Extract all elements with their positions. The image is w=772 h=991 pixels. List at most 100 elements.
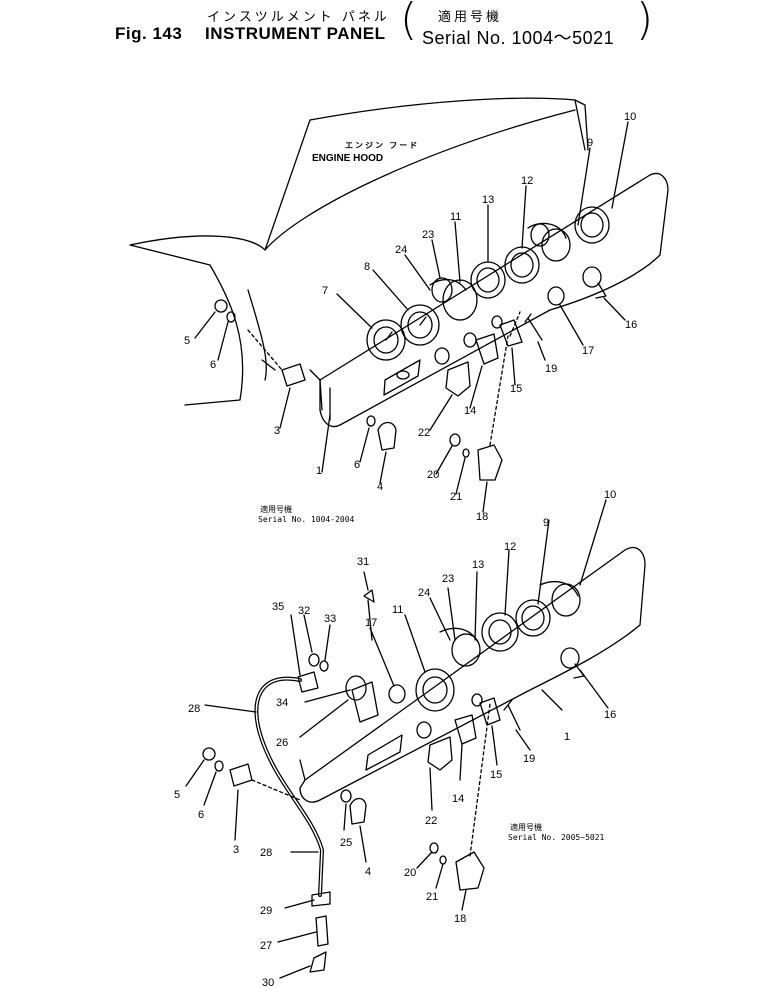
top-text: エンジン フード ENGINE HOOD 適用号機 Serial No. 100… bbox=[184, 111, 637, 524]
bottom-connector-3 bbox=[229, 763, 253, 787]
bottom-assembly bbox=[185, 499, 646, 979]
close-paren: ) bbox=[636, 0, 654, 45]
bottom-nut-5 bbox=[202, 747, 216, 761]
callout-top-17: 17 bbox=[582, 345, 594, 357]
callout-bot-19: 19 bbox=[523, 753, 535, 765]
top-assembly bbox=[129, 97, 669, 513]
callout-top-5: 5 bbox=[184, 335, 190, 347]
callout-top-9: 9 bbox=[587, 137, 593, 149]
callout-bot-27: 27 bbox=[260, 940, 272, 952]
bottom-knob-22 bbox=[427, 736, 453, 771]
callout-bot-31: 31 bbox=[357, 556, 369, 568]
callout-top-21: 21 bbox=[450, 491, 462, 503]
bottom-fitting-35 bbox=[297, 671, 319, 693]
callout-bot-13: 13 bbox=[472, 559, 484, 571]
callout-bot-6: 6 bbox=[198, 809, 204, 821]
callout-bot-35: 35 bbox=[272, 601, 284, 613]
callout-top-8: 8 bbox=[364, 261, 370, 273]
callout-bot-33: 33 bbox=[324, 613, 336, 625]
top-nut-21 bbox=[462, 448, 470, 458]
bottom-elbow-30 bbox=[309, 951, 327, 973]
bottom-bolt-31 bbox=[363, 589, 375, 641]
bottom-serial-jp: 適用号機 bbox=[510, 822, 542, 832]
top-bolt-19 bbox=[524, 313, 543, 341]
callout-bot-3: 3 bbox=[233, 844, 239, 856]
bottom-gauge-12 bbox=[481, 612, 519, 652]
bottom-hose-28 bbox=[254, 676, 324, 897]
bottom-nut-21 bbox=[439, 855, 447, 865]
top-nut-6 bbox=[226, 311, 236, 323]
top-nut-6b bbox=[366, 415, 376, 427]
title-japanese: インスツルメント パネル bbox=[207, 10, 390, 25]
hood-label: ENGINE HOOD bbox=[312, 153, 383, 164]
callout-bot-28a: 28 bbox=[188, 703, 200, 715]
callout-bot-21: 21 bbox=[426, 891, 438, 903]
callout-bot-28b: 28 bbox=[260, 847, 272, 859]
engine-hood bbox=[129, 97, 586, 406]
bottom-nut-33 bbox=[319, 660, 329, 672]
top-cap-4 bbox=[377, 421, 397, 451]
top-gauge-7 bbox=[366, 319, 406, 361]
top-gauge-13 bbox=[470, 261, 506, 299]
top-nut-5 bbox=[214, 299, 228, 313]
serial-japanese: 適用号機 bbox=[438, 10, 503, 25]
bottom-knob-15 bbox=[479, 697, 501, 726]
callout-bot-23: 23 bbox=[442, 573, 454, 585]
callout-bot-1: 1 bbox=[564, 731, 570, 743]
callout-bot-5: 5 bbox=[174, 789, 180, 801]
callout-bot-24: 24 bbox=[418, 587, 430, 599]
callout-top-13: 13 bbox=[482, 194, 494, 206]
callout-top-10: 10 bbox=[624, 111, 636, 123]
hood-label-jp: エンジン フード bbox=[345, 141, 419, 150]
callout-bot-30: 30 bbox=[262, 977, 274, 989]
bottom-serial: Serial No. 2005~5021 bbox=[508, 833, 605, 842]
bottom-gauge-9 bbox=[515, 599, 551, 637]
callout-top-11: 11 bbox=[450, 211, 461, 223]
top-switch-17 bbox=[547, 286, 565, 306]
callout-top-23: 23 bbox=[422, 229, 434, 241]
callout-bot-20: 20 bbox=[404, 867, 416, 879]
bottom-nut-20 bbox=[429, 842, 439, 854]
callout-top-24: 24 bbox=[395, 244, 407, 256]
bottom-knob-14 bbox=[454, 714, 477, 745]
callout-bot-34: 34 bbox=[276, 697, 288, 709]
top-gauge-9-lamp bbox=[527, 222, 571, 262]
callout-bot-22: 22 bbox=[425, 815, 437, 827]
callout-top-16: 16 bbox=[625, 319, 637, 331]
top-gauge-12 bbox=[504, 246, 540, 284]
callout-top-6: 6 bbox=[210, 359, 216, 371]
callout-bot-12: 12 bbox=[504, 541, 516, 553]
callout-bot-17: 17 bbox=[365, 617, 377, 629]
callout-bot-18: 18 bbox=[454, 913, 466, 925]
bottom-nut-25 bbox=[340, 789, 352, 803]
open-paren: ( bbox=[400, 0, 418, 45]
callout-top-20: 20 bbox=[427, 469, 439, 481]
callout-bot-16: 16 bbox=[604, 709, 616, 721]
callout-top-1: 1 bbox=[316, 465, 322, 477]
callout-bot-25: 25 bbox=[340, 837, 352, 849]
top-knob-14 bbox=[475, 333, 499, 365]
serial-range: Serial No. 1004～5021 bbox=[422, 28, 615, 48]
callout-bot-11: 11 bbox=[392, 604, 403, 616]
top-panel-body bbox=[319, 172, 669, 428]
callout-bot-32: 32 bbox=[298, 605, 310, 617]
callout-bot-4: 4 bbox=[365, 866, 371, 878]
top-nut-20 bbox=[449, 433, 461, 447]
callout-top-4: 4 bbox=[377, 481, 383, 493]
callout-top-3: 3 bbox=[274, 425, 280, 437]
callout-top-22: 22 bbox=[418, 427, 430, 439]
callout-bot-29: 29 bbox=[260, 905, 272, 917]
figure-title: INSTRUMENT PANEL bbox=[205, 24, 386, 43]
bottom-panel-body bbox=[299, 546, 646, 803]
bottom-nut-32 bbox=[308, 653, 320, 667]
top-serial: Serial No. 1004-2004 bbox=[258, 515, 355, 524]
bottom-bolt-19 bbox=[503, 699, 521, 731]
callout-top-14: 14 bbox=[464, 405, 476, 417]
callout-bot-10: 10 bbox=[604, 489, 616, 501]
top-gauge-10 bbox=[574, 206, 610, 244]
bottom-gauge-10 bbox=[539, 581, 581, 617]
bottom-bracket-18 bbox=[455, 851, 485, 891]
bottom-cap-4 bbox=[349, 797, 367, 825]
callout-bot-15: 15 bbox=[490, 769, 502, 781]
